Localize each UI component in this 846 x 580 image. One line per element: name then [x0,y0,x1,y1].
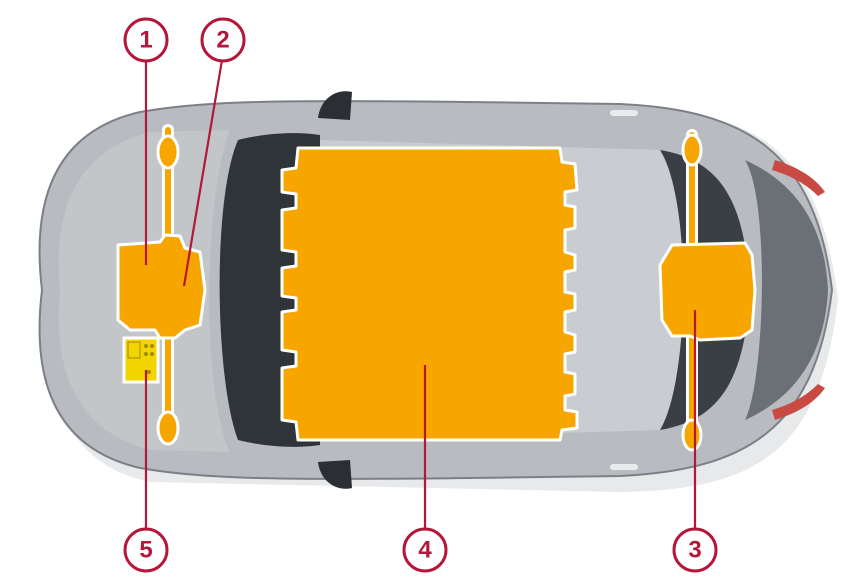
callout-5: 5 [125,529,167,571]
callout-3: 3 [674,529,716,571]
door-handle-bottom-rear [610,464,638,470]
callout-3-label: 3 [688,537,701,564]
callout-5-label: 5 [139,537,152,564]
rear-cv-joint-top [683,135,701,165]
cv-joint-top [158,136,178,168]
front-electric-motor [118,235,205,338]
callout-1: 1 [125,19,167,61]
rear-electric-motor [660,243,755,340]
callout-4: 4 [404,529,446,571]
traction-battery-pack [282,148,577,440]
callout-4-label: 4 [418,537,432,564]
door-handle-top-rear [610,110,638,116]
callout-2-label: 2 [216,27,229,54]
callout-2: 2 [202,19,244,61]
rear-cv-joint-bottom [683,420,701,450]
cv-joint-bottom [158,412,178,444]
low-voltage-battery [124,338,158,382]
mirror-top [318,91,352,120]
callout-1-label: 1 [139,27,152,54]
